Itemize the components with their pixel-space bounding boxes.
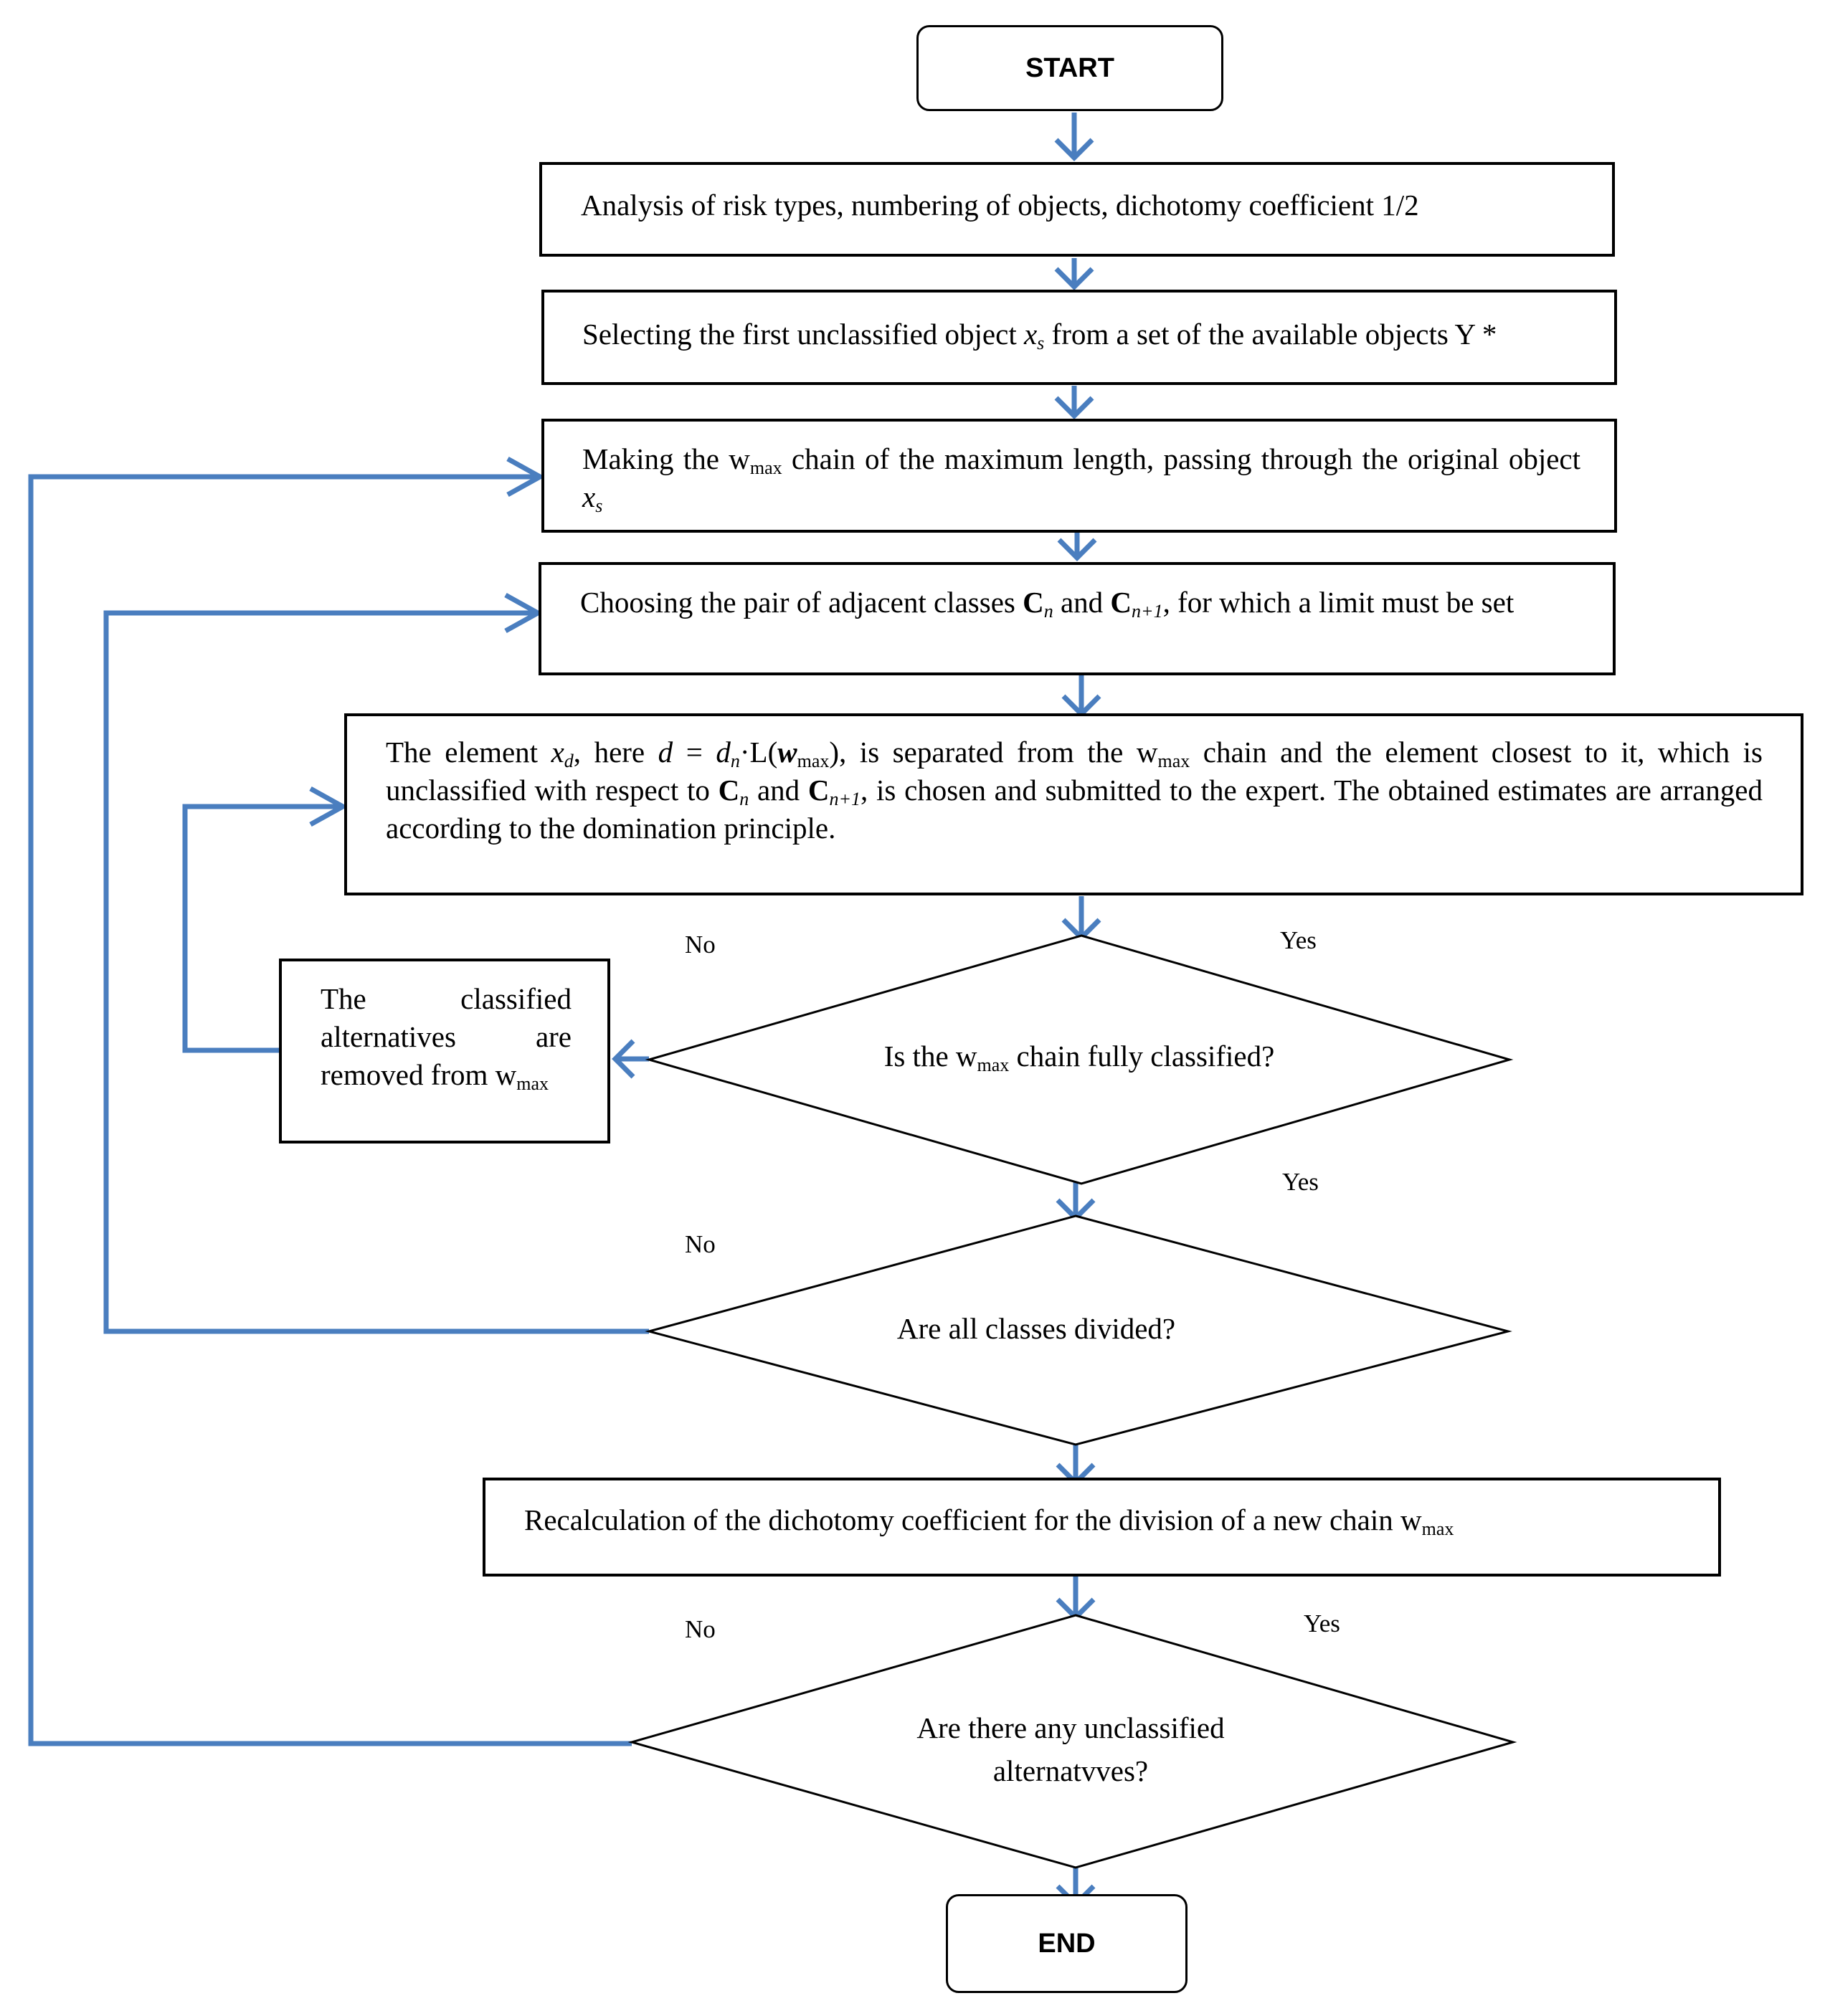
step3-wmax-sub: max <box>749 457 782 478</box>
step3-text: Making the wmax chain of the maximum len… <box>582 440 1580 516</box>
start-terminal: START <box>916 25 1223 111</box>
loop-removed-to-step5 <box>182 804 343 1053</box>
removed-wmax-sub: max <box>516 1073 549 1094</box>
step4-text-post: , for which a limit must be set <box>1162 586 1514 619</box>
decision3-line1: Are there any unclassified <box>916 1711 1225 1744</box>
arrowhead-step2 <box>1054 267 1094 290</box>
step6-text: Recalculation of the dichotomy coefficie… <box>524 1501 1454 1539</box>
decision3-text: Are there any unclassified alternatvves? <box>784 1706 1357 1792</box>
step3-var: x <box>582 480 596 513</box>
decision1-text-post: chain fully classified? <box>1009 1040 1275 1073</box>
step6-wmax-sub: max <box>1421 1518 1454 1539</box>
arrowhead-loop-step5 <box>309 786 349 827</box>
step5-w-sub: max <box>797 751 830 771</box>
decision3-no-label: No <box>685 1615 716 1643</box>
decision2-yes-label: Yes <box>1282 1168 1319 1196</box>
removed-text-pre: The classified alternatives are removed … <box>321 982 572 1091</box>
step5-t7: and <box>749 774 808 807</box>
decision1-text: Is the wmax chain fully classified? <box>792 1035 1366 1078</box>
step6-box: Recalculation of the dichotomy coefficie… <box>483 1478 1721 1577</box>
step5-t3: = <box>673 736 716 769</box>
step3-var-sub: s <box>595 495 603 516</box>
step4-class-c2: C <box>1110 586 1132 619</box>
step5-xd-sub: d <box>564 751 574 771</box>
decision1-wmax-sub: max <box>977 1055 1010 1075</box>
start-label: START <box>1025 52 1114 83</box>
step5-dn-sub: n <box>730 751 740 771</box>
step3-box: Making the wmax chain of the maximum len… <box>541 419 1617 533</box>
decision1-text-pre: Is the w <box>883 1040 977 1073</box>
decision3-diamond <box>627 1614 1517 1869</box>
decision2-no-label: No <box>685 1230 716 1258</box>
step5-d: d <box>658 736 673 769</box>
end-label: END <box>1038 1928 1096 1959</box>
step5-class-c2: C <box>807 774 830 807</box>
decision2-text: Are all classes divided? <box>896 1312 1176 1345</box>
step5-t2: , here <box>573 736 658 769</box>
step2-var-sub: s <box>1037 333 1045 353</box>
step3-text-mid: chain of the maximum length, passing thr… <box>782 442 1581 475</box>
step5-box: The element xd, here d = dn·L(wmax), is … <box>344 713 1803 895</box>
end-terminal: END <box>946 1894 1188 1993</box>
decision3-line2: alternatvves? <box>992 1754 1149 1787</box>
step5-t6: chain and the element closest to it, whi… <box>386 736 1763 807</box>
step6-text-pre: Recalculation of the dichotomy coefficie… <box>524 1503 1422 1536</box>
step5-class-c2-sub: n+1 <box>829 789 861 809</box>
step4-box: Choosing the pair of adjacent classes Cn… <box>539 562 1616 675</box>
step5-t5: ), is separated from the w <box>829 736 1158 769</box>
step2-text-pre: Selecting the first unclassified object <box>582 318 1024 351</box>
step1-box: Analysis of risk types, numbering of obj… <box>539 162 1615 257</box>
arrowhead-loop-step3 <box>506 456 546 498</box>
step5-class-c-sub: n <box>739 789 749 809</box>
step5-dn: d <box>716 736 731 769</box>
step5-t4: ·L( <box>739 736 778 769</box>
step4-text-pre: Choosing the pair of adjacent classes <box>580 586 1023 619</box>
step2-text: Selecting the first unclassified object … <box>582 315 1497 353</box>
step1-text: Analysis of risk types, numbering of obj… <box>581 189 1419 222</box>
step2-text-post: from a set of the available objects Y * <box>1044 318 1497 351</box>
arrowhead-step4 <box>1057 538 1097 561</box>
arrowhead-loop-step4 <box>504 592 544 634</box>
removed-text: The classified alternatives are removed … <box>321 980 572 1094</box>
decision1-diamond <box>645 934 1514 1185</box>
step4-class-c2-sub: n+1 <box>1132 601 1163 622</box>
step5-text: The element xd, here d = dn·L(wmax), is … <box>386 733 1763 847</box>
step5-class-c: C <box>718 774 740 807</box>
decision2-diamond <box>645 1214 1512 1446</box>
removed-box: The classified alternatives are removed … <box>279 959 610 1143</box>
step4-text: Choosing the pair of adjacent classes Cn… <box>580 584 1578 622</box>
decision1-no-label: No <box>685 931 716 959</box>
step4-class-c: C <box>1023 586 1044 619</box>
step5-w: w <box>777 736 797 769</box>
arrowhead-removed-box <box>612 1039 635 1079</box>
arrowhead-step1 <box>1054 138 1094 161</box>
step2-box: Selecting the first unclassified object … <box>541 290 1617 385</box>
loop-decision2-to-step4 <box>103 610 649 1334</box>
step4-text-mid: and <box>1053 586 1111 619</box>
decision3-yes-label: Yes <box>1304 1610 1340 1637</box>
arrowhead-step3 <box>1054 396 1094 419</box>
step5-t8: , is chosen and submitted to the expert.… <box>386 774 1763 845</box>
step5-t1: The element <box>386 736 551 769</box>
step5-w2-sub: max <box>1157 751 1190 771</box>
step3-text-pre: Making the w <box>582 442 750 475</box>
loop-decision3-to-step3 <box>28 474 632 1746</box>
step5-xd: x <box>551 736 564 769</box>
decision1-yes-label: Yes <box>1280 926 1317 954</box>
step2-var: x <box>1023 318 1038 351</box>
step4-class-c-sub: n <box>1043 601 1053 622</box>
